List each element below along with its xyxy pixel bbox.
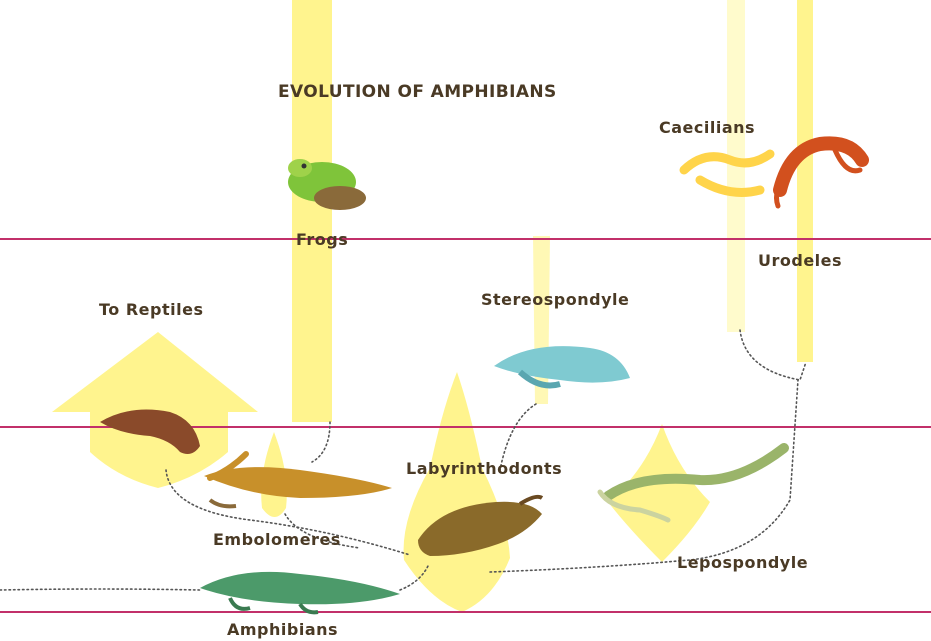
ancestral-amphibian-illustration (200, 572, 400, 612)
urodele-illustration (777, 143, 863, 206)
labyrinthodont-lineage (404, 372, 510, 612)
lepospondyle-label: Lepospondyle (677, 553, 808, 572)
labyrinthodonts-label: Labyrinthodonts (406, 459, 562, 478)
frog-lineage (292, 0, 332, 422)
embolomeres-label: Embolomeres (213, 530, 341, 549)
to-reptiles-label: To Reptiles (99, 300, 203, 319)
caecilians-label: Caecilians (659, 118, 755, 137)
amphibians-label: Amphibians (227, 620, 338, 639)
stereospondyle-illustration (494, 346, 630, 385)
diagram-title: EVOLUTION OF AMPHIBIANS (278, 82, 557, 102)
stereospondyle-lineage (533, 236, 550, 404)
amphibians-connector (0, 589, 200, 590)
frogs-label: Frogs (296, 230, 348, 249)
urodele-lineage (797, 0, 813, 362)
urodeles-label: Urodeles (758, 251, 842, 270)
embolomere-illustration (204, 454, 392, 506)
urodele-caecilian-connector (740, 330, 806, 380)
stereospondyle-label: Stereospondyle (481, 290, 629, 309)
